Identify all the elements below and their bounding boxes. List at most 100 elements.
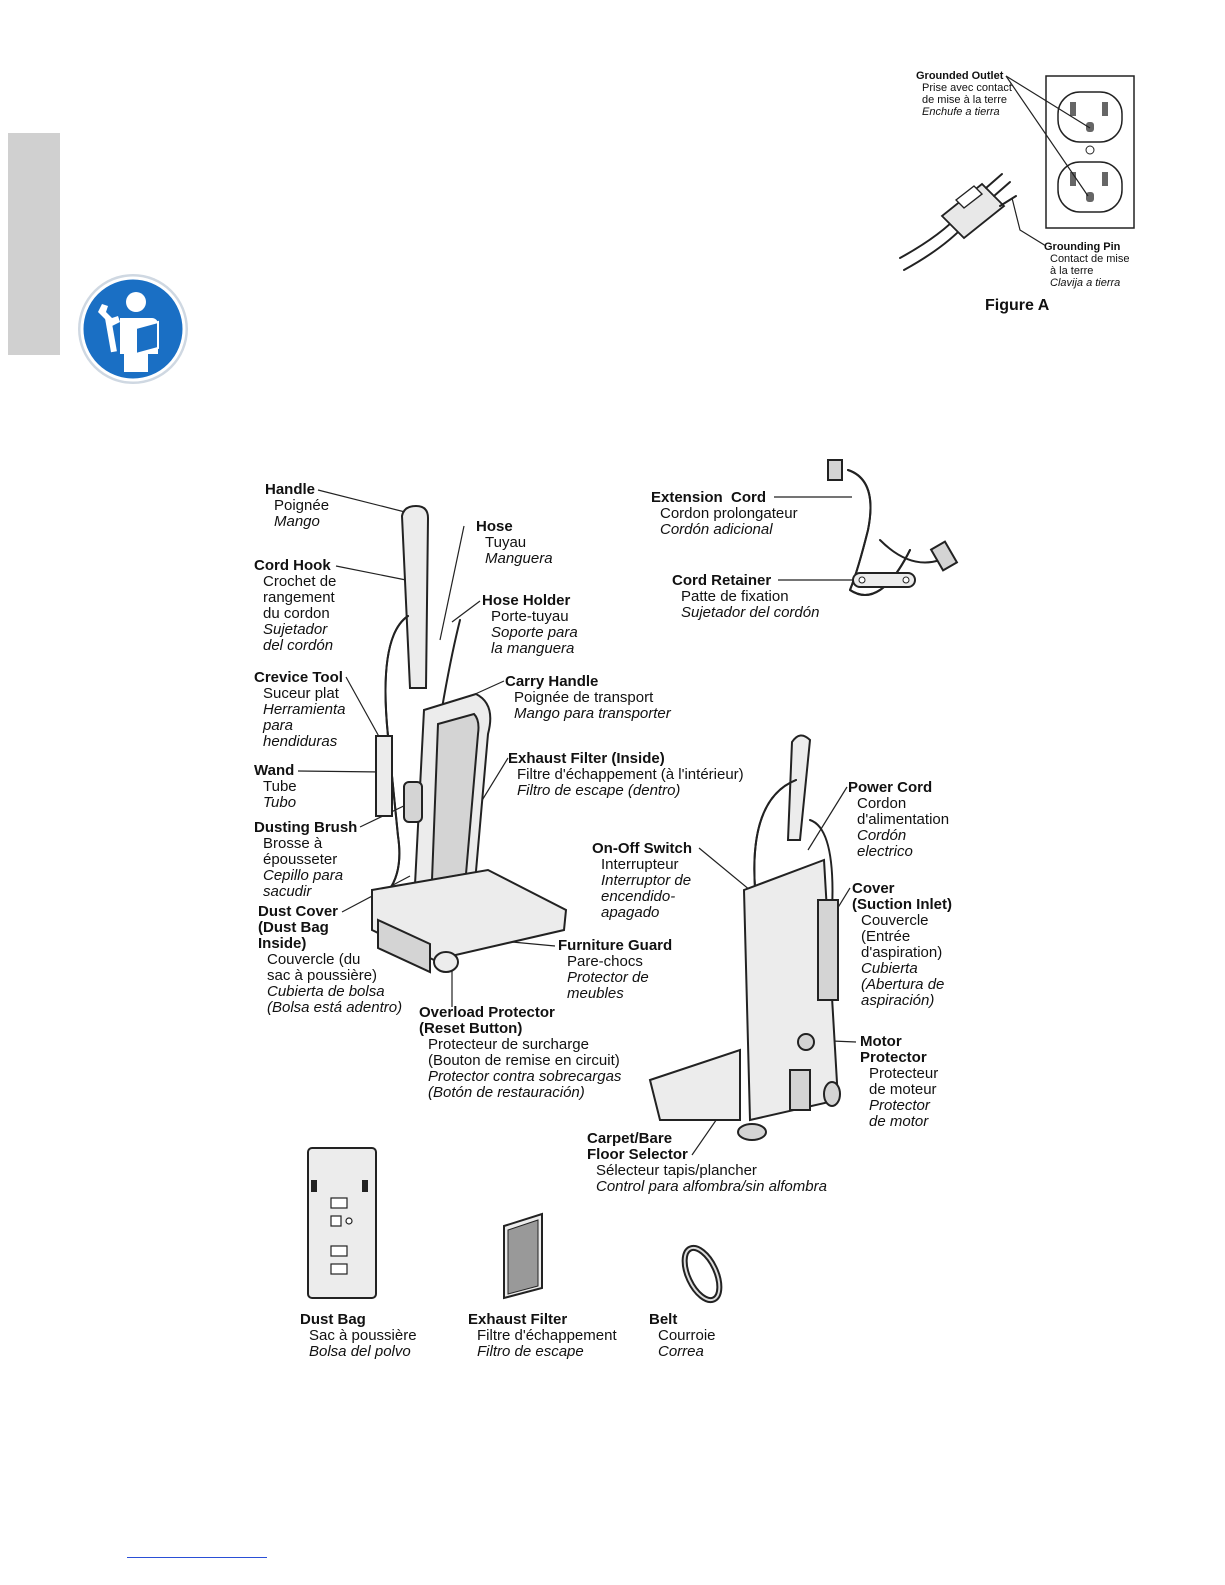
exhaust-filter-inside-title: Exhaust Filter (Inside): [508, 750, 665, 767]
furniture-guard-title: Furniture Guard: [558, 937, 673, 954]
grounding-pin-es: Clavija a tierra: [1050, 277, 1121, 289]
grounded-outlet-es: Enchufe a tierra: [922, 106, 1000, 118]
cover-suction-fr-2: (Entrée: [861, 928, 911, 945]
cord-retainer-title: Cord Retainer: [672, 572, 772, 589]
cover-suction-fr-1: Couvercle: [861, 912, 929, 929]
grounded-outlet-fr-2: de mise à la terre: [922, 94, 1007, 106]
hose-holder-fr: Porte-tuyau: [491, 608, 569, 625]
dusting-brush-title: Dusting Brush: [254, 819, 358, 836]
dusting-brush-es-1: Cepillo para: [263, 867, 344, 884]
cord-hook-fr-1: Crochet de: [263, 573, 337, 590]
dust-bag-label: Dust Bag Sac à poussière Bolsa del polvo: [300, 1312, 417, 1360]
motor-protector-title-1: Motor: [860, 1033, 902, 1050]
on-off-switch-label: On-Off Switch Interrupteur Interruptor d…: [592, 841, 692, 921]
overload-protector-es-1: Protector contra sobrecargas: [428, 1068, 622, 1085]
figure-caption: Figure A: [985, 297, 1050, 314]
dust-bag-es: Bolsa del polvo: [309, 1343, 411, 1360]
grounding-pin-fr-2: à la terre: [1050, 265, 1094, 277]
cord-hook-title: Cord Hook: [254, 557, 331, 574]
crevice-tool-es-1: Herramienta: [263, 701, 346, 718]
dust-cover-title-2: (Dust Bag: [258, 919, 329, 936]
exhaust-filter-label: Exhaust Filter Filtre d'échappement Filt…: [468, 1312, 617, 1360]
belt-es: Correa: [658, 1343, 704, 1360]
side-tab: [8, 133, 60, 355]
carry-handle-label: Carry Handle Poignée de transport Mango …: [505, 674, 671, 722]
overload-protector-es-2: (Botón de restauración): [428, 1084, 585, 1101]
motor-protector-es-2: de motor: [869, 1113, 929, 1130]
vacuum-diagram: [297, 459, 959, 1304]
handle-label: Handle Poignée Mango: [265, 482, 329, 530]
overload-protector-title-1: Overload Protector: [419, 1004, 555, 1021]
motor-protector-fr-1: Protecteur: [869, 1065, 939, 1082]
overload-protector-label: Overload Protector (Reset Button) Protec…: [419, 1005, 621, 1101]
belt-label: Belt Courroie Correa: [649, 1312, 716, 1360]
hose-label: Hose Tuyau Manguera: [476, 519, 553, 567]
cover-suction-es-1: Cubierta: [861, 960, 918, 977]
extension-cord-es: Cordón adicional: [660, 521, 773, 538]
crevice-tool-fr: Suceur plat: [263, 685, 339, 702]
extension-cord-title: Extension Cord: [651, 489, 767, 506]
dusting-brush-fr-2: épousseter: [263, 851, 338, 868]
cover-suction-es-3: aspiración): [861, 992, 935, 1009]
motor-protector-es-1: Protector: [869, 1097, 930, 1114]
grounding-pin-label: Grounding Pin Contact de mise à la terre…: [1044, 241, 1129, 289]
crevice-tool-es-3: hendiduras: [263, 733, 338, 750]
dust-cover-fr-1: Couvercle (du: [267, 951, 361, 968]
cover-suction-title-2: (Suction Inlet): [852, 896, 952, 913]
on-off-switch-fr: Interrupteur: [601, 856, 679, 873]
grounded-outlet-figure: [899, 75, 1135, 271]
dust-cover-fr-2: sac à poussière): [267, 967, 378, 984]
cover-suction-label: Cover (Suction Inlet) Couvercle (Entrée …: [852, 881, 952, 1009]
cord-retainer-label: Cord Retainer Patte de fixation Sujetado…: [672, 573, 819, 621]
dust-cover-es-2: (Bolsa está adentro): [267, 999, 403, 1016]
on-off-switch-es-1: Interruptor de: [601, 872, 692, 889]
power-cord-es-1: Cordón: [857, 827, 907, 844]
dust-cover-title-3: Inside): [258, 935, 307, 952]
cord-retainer-es: Sujetador del cordón: [681, 604, 820, 621]
exhaust-filter-fr: Filtre d'échappement: [477, 1327, 617, 1344]
power-cord-label: Power Cord Cordon d'alimentation Cordón …: [848, 780, 949, 860]
carry-handle-es: Mango para transporter: [514, 705, 671, 722]
wand-title: Wand: [254, 762, 295, 779]
on-off-switch-es-3: apagado: [601, 904, 660, 921]
on-off-switch-title: On-Off Switch: [592, 840, 692, 857]
overload-protector-title-2: (Reset Button): [419, 1020, 523, 1037]
furniture-guard-label: Furniture Guard Pare-chocs Protector de …: [558, 938, 672, 1002]
power-cord-fr-1: Cordon: [857, 795, 907, 812]
cord-hook-fr-2: rangement: [263, 589, 335, 606]
carpet-selector-es: Control para alfombra/sin alfombra: [596, 1178, 827, 1195]
grounding-pin-fr-1: Contact de mise: [1050, 253, 1130, 265]
hose-holder-title: Hose Holder: [482, 592, 571, 609]
cover-suction-fr-3: d'aspiration): [861, 944, 943, 961]
dusting-brush-es-2: sacudir: [263, 883, 312, 900]
extension-cord-fr: Cordon prolongateur: [660, 505, 798, 522]
crevice-tool-label: Crevice Tool Suceur plat Herramienta par…: [254, 670, 346, 750]
carry-handle-fr: Poignée de transport: [514, 689, 654, 706]
cover-suction-title-1: Cover: [852, 880, 895, 897]
furniture-guard-es-1: Protector de: [567, 969, 649, 986]
read-manual-icon: [78, 274, 188, 384]
dust-cover-title-1: Dust Cover: [258, 903, 339, 920]
power-cord-es-2: electrico: [857, 843, 913, 860]
crevice-tool-title: Crevice Tool: [254, 669, 343, 686]
carpet-selector-label: Carpet/Bare Floor Selector Sélecteur tap…: [587, 1131, 827, 1195]
overload-protector-fr-1: Protecteur de surcharge: [428, 1036, 589, 1053]
footer-divider: [127, 1557, 267, 1558]
dust-cover-label: Dust Cover (Dust Bag Inside) Couvercle (…: [258, 904, 402, 1016]
carpet-selector-title-2: Floor Selector: [587, 1146, 688, 1163]
power-cord-title: Power Cord: [848, 779, 933, 796]
carpet-selector-title-1: Carpet/Bare: [587, 1130, 673, 1147]
motor-protector-fr-2: de moteur: [869, 1081, 937, 1098]
dust-bag-fr: Sac à poussière: [309, 1327, 417, 1344]
hose-holder-label: Hose Holder Porte-tuyau Soporte para la …: [482, 593, 578, 657]
cord-hook-es-2: del cordón: [263, 637, 334, 654]
handle-title: Handle: [265, 481, 316, 498]
exhaust-filter-title: Exhaust Filter: [468, 1311, 568, 1328]
cord-hook-es-1: Sujetador: [263, 621, 328, 638]
crevice-tool-es-2: para: [263, 717, 294, 734]
exhaust-filter-inside-label: Exhaust Filter (Inside) Filtre d'échappe…: [508, 751, 744, 799]
overload-protector-fr-2: (Bouton de remise en circuit): [428, 1052, 620, 1069]
belt-title: Belt: [649, 1311, 678, 1328]
extension-cord-label: Extension Cord Cordon prolongateur Cordó…: [651, 490, 798, 538]
motor-protector-title-2: Protector: [860, 1049, 927, 1066]
